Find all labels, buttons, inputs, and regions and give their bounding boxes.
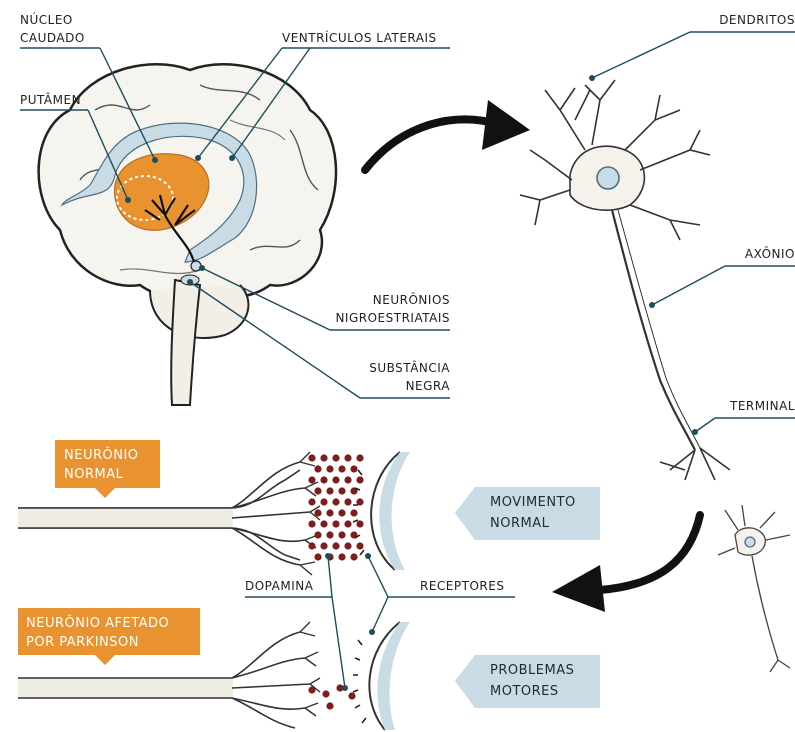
dopamine-dot (332, 454, 339, 461)
dopamine-dot (338, 553, 345, 560)
svg-text:DOPAMINA: DOPAMINA (245, 579, 314, 593)
dopamine-dot (356, 520, 363, 527)
dopamine-dot (326, 487, 333, 494)
svg-text:NIGROESTRIATAIS: NIGROESTRIATAIS (335, 311, 450, 325)
dopamine-dot (314, 553, 321, 560)
dopamine-dot (348, 692, 355, 699)
svg-text:AXÔNIO: AXÔNIO (745, 246, 795, 261)
svg-text:SUBSTÂNCIA: SUBSTÂNCIA (369, 360, 450, 375)
dopamine-dot (326, 465, 333, 472)
dopamine-dot (356, 454, 363, 461)
dopamine-dot (322, 690, 329, 697)
label-dendritos: DENDRITOS (589, 13, 795, 81)
dopamine-dot (350, 553, 357, 560)
dopamine-dot (332, 542, 339, 549)
label-axonio: AXÔNIO (649, 246, 795, 308)
dopamine-dot (326, 702, 333, 709)
dopamine-dot (308, 498, 315, 505)
svg-text:MOVIMENTO: MOVIMENTO (490, 495, 576, 510)
dopamine-dot (308, 686, 315, 693)
dopamine-dot (332, 520, 339, 527)
svg-text:NÚCLEO: NÚCLEO (20, 12, 73, 27)
dopamine-dot (326, 509, 333, 516)
svg-text:NORMAL: NORMAL (490, 516, 550, 531)
dopamine-dot (320, 520, 327, 527)
svg-text:NEURÔNIO: NEURÔNIO (64, 447, 139, 463)
small-neuron-illustration (718, 505, 790, 672)
tag-neuronio-afetado: NEURÔNIO AFETADO POR PARKINSON (18, 608, 200, 665)
tag-neuronio-normal: NEURÔNIO NORMAL (55, 440, 160, 498)
arrow-to-neuron-icon (365, 100, 530, 170)
dopamine-dot (320, 542, 327, 549)
dopamine-dot (344, 454, 351, 461)
svg-text:NEGRA: NEGRA (406, 379, 451, 393)
svg-text:POR PARKINSON: POR PARKINSON (26, 635, 139, 650)
dopamine-dot (332, 498, 339, 505)
dopamine-dot (308, 476, 315, 483)
dopamine-dot (314, 465, 321, 472)
dopamine-dot (356, 542, 363, 549)
dopamine-dot (338, 487, 345, 494)
svg-text:CAUDADO: CAUDADO (20, 31, 85, 45)
svg-text:PROBLEMAS: PROBLEMAS (490, 663, 574, 678)
dopamine-dot (350, 465, 357, 472)
dopamine-dot (314, 487, 321, 494)
svg-text:TERMINAL: TERMINAL (729, 399, 795, 413)
dopamine-dot (338, 509, 345, 516)
svg-text:DENDRITOS: DENDRITOS (719, 13, 795, 27)
dopamine-dot (338, 531, 345, 538)
brain-illustration (39, 64, 336, 405)
dopamine-dot (320, 498, 327, 505)
svg-text:MOTORES: MOTORES (490, 684, 559, 699)
dopamine-dot (344, 498, 351, 505)
dopamine-dot (344, 520, 351, 527)
label-terminal: TERMINAL (692, 399, 795, 435)
dopamine-dot (308, 520, 315, 527)
dopamine-dot (320, 476, 327, 483)
svg-text:RECEPTORES: RECEPTORES (420, 579, 504, 593)
dopamine-dot (344, 476, 351, 483)
receptor-normal (353, 452, 410, 570)
dopamine-dot (314, 509, 321, 516)
dopamine-dot (308, 454, 315, 461)
svg-text:PUTÂMEN: PUTÂMEN (20, 92, 81, 107)
dopamine-dot (350, 509, 357, 516)
dopamine-dot (320, 454, 327, 461)
svg-text:VENTRÍCULOS LATERAIS: VENTRÍCULOS LATERAIS (282, 30, 437, 45)
outcome-movimento-normal: MOVIMENTO NORMAL (455, 487, 600, 540)
label-receptores: RECEPTORES (365, 553, 515, 635)
dopamine-dot (308, 542, 315, 549)
dopamine-dot (332, 476, 339, 483)
svg-text:NORMAL: NORMAL (64, 467, 124, 482)
svg-text:NEURÔNIO AFETADO: NEURÔNIO AFETADO (26, 615, 169, 631)
receptor-affected (353, 622, 410, 730)
dopamine-dot (314, 531, 321, 538)
dopamine-dot (326, 531, 333, 538)
svg-text:NEURÔNIOS: NEURÔNIOS (373, 292, 450, 307)
dopamine-dot (344, 542, 351, 549)
dopamine-dot (336, 684, 343, 691)
outcome-problemas-motores: PROBLEMAS MOTORES (455, 655, 600, 708)
dopamine-dot (356, 476, 363, 483)
dopamine-dot (338, 465, 345, 472)
